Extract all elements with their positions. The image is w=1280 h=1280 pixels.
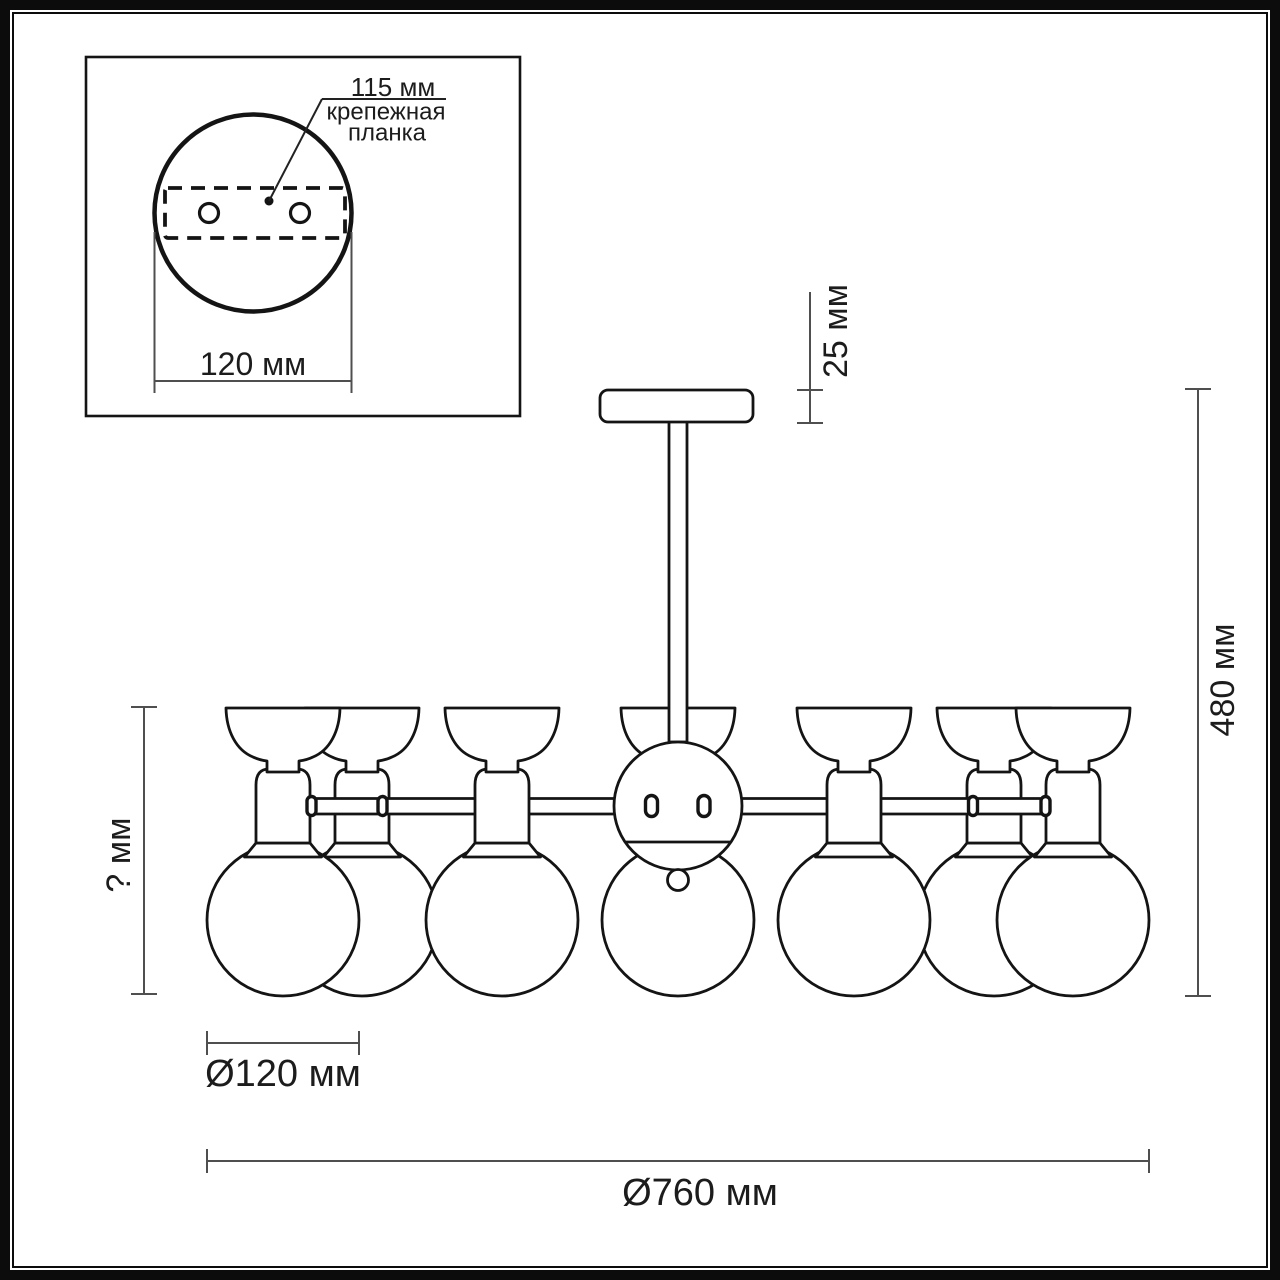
arm-joint-right-back bbox=[966, 794, 980, 818]
mounting-inset: 115 мм крепежная планка 120 мм bbox=[84, 55, 522, 418]
fixture-height-label: 480 мм bbox=[1204, 624, 1242, 737]
mounting-hole-right bbox=[288, 201, 312, 225]
lamp-unit-5 bbox=[778, 708, 930, 996]
lamp-unit-3 bbox=[426, 708, 578, 996]
ceiling-canopy bbox=[598, 388, 755, 424]
canopy-height-label: 25 мм bbox=[817, 284, 855, 378]
shade-diameter-label: Ø120 мм bbox=[205, 1053, 361, 1095]
shade-assembly-height-label: ? мм bbox=[100, 817, 138, 892]
sphere-arm-socket-right bbox=[696, 793, 712, 819]
fixture-diameter-label: Ø760 мм bbox=[622, 1172, 778, 1214]
canopy-top-view-circle bbox=[152, 112, 354, 314]
leader-line bbox=[268, 98, 323, 202]
mount-plate-label-line2: планка bbox=[348, 120, 427, 147]
page-border-inner bbox=[12, 12, 1268, 1268]
dim-fixture-height: 480 мм bbox=[1185, 388, 1242, 997]
hole-spacing-label: 115 мм bbox=[351, 72, 435, 102]
arm-end-joint-left bbox=[305, 794, 318, 818]
dim-shade-assembly-height: ? мм bbox=[100, 706, 157, 995]
dim-fixture-diameter: Ø760 мм bbox=[206, 1149, 1150, 1214]
mounting-plate-dashed-outline bbox=[163, 186, 347, 240]
finial-ball bbox=[666, 868, 690, 892]
dim-shade-diameter: Ø120 мм bbox=[205, 1031, 361, 1095]
sphere-arm-socket-left bbox=[643, 793, 660, 819]
plate-width-label: 120 мм bbox=[200, 346, 306, 382]
chandelier bbox=[207, 388, 1149, 998]
mount-plate-label-line1: крепежная bbox=[327, 99, 446, 126]
stem-rod bbox=[667, 419, 689, 744]
arm-joint-left-back bbox=[376, 794, 389, 818]
inset-frame bbox=[84, 55, 522, 418]
dim-canopy-height: 25 мм bbox=[797, 284, 855, 424]
arm-end-joint-right bbox=[1039, 794, 1052, 818]
mounting-hole-left bbox=[197, 201, 221, 225]
center-sphere-body bbox=[612, 740, 744, 872]
